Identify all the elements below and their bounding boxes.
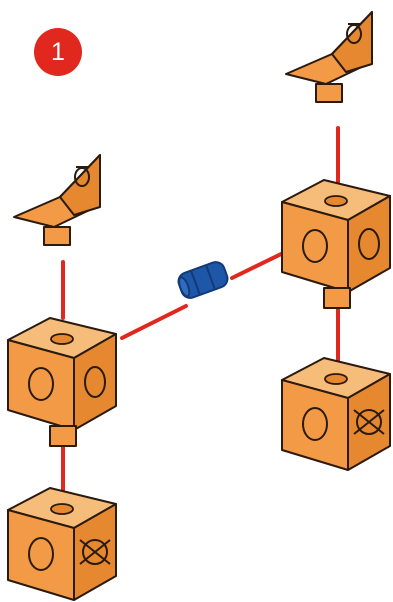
connector-line xyxy=(120,304,188,340)
right-slope-piece xyxy=(285,11,373,103)
step-number-badge: 1 xyxy=(34,28,82,76)
step-number-label: 1 xyxy=(51,37,65,66)
left-cube-with-socket xyxy=(7,487,117,601)
left-slope-piece xyxy=(13,154,101,246)
right-cube-with-holes xyxy=(281,179,391,309)
left-cube-with-holes xyxy=(7,317,117,447)
right-cube-with-socket xyxy=(281,357,391,471)
connector-lines xyxy=(61,126,340,517)
axle-connector xyxy=(177,261,229,299)
